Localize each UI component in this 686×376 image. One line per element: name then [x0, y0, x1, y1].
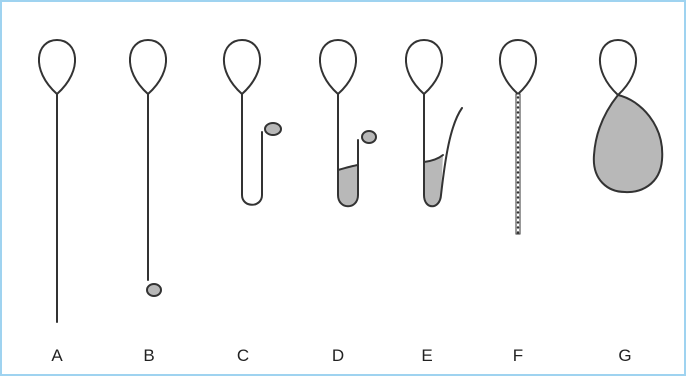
figure-b: [130, 40, 166, 296]
figure-f-bead-strand: [516, 94, 520, 234]
label-d: D: [332, 346, 344, 365]
figure-b-bulb: [147, 284, 161, 296]
figure-g-loop: [600, 40, 636, 95]
figure-b-loop: [130, 40, 166, 94]
label-e: E: [421, 346, 432, 365]
label-f: F: [513, 346, 523, 365]
label-b: B: [143, 346, 154, 365]
figure-c: [224, 40, 281, 205]
figure-c-bulb: [265, 123, 281, 135]
figure-e-loop: [406, 40, 442, 94]
figure-d-fill: [338, 165, 358, 206]
label-a: A: [51, 346, 63, 365]
figure-f-loop: [500, 40, 536, 94]
figure-f: [500, 40, 536, 234]
figure-e: [406, 40, 462, 206]
figure-g-drop: [594, 95, 662, 192]
figure-a-loop: [39, 40, 75, 94]
figure-d: [320, 40, 376, 206]
figure-g: [594, 40, 662, 192]
label-c: C: [237, 346, 249, 365]
label-g: G: [618, 346, 631, 365]
figure-c-loop: [224, 40, 260, 94]
figure-a: [39, 40, 75, 322]
figure-d-bulb: [362, 131, 376, 143]
figure-c-u-tube: [242, 94, 262, 205]
figure-d-loop: [320, 40, 356, 94]
